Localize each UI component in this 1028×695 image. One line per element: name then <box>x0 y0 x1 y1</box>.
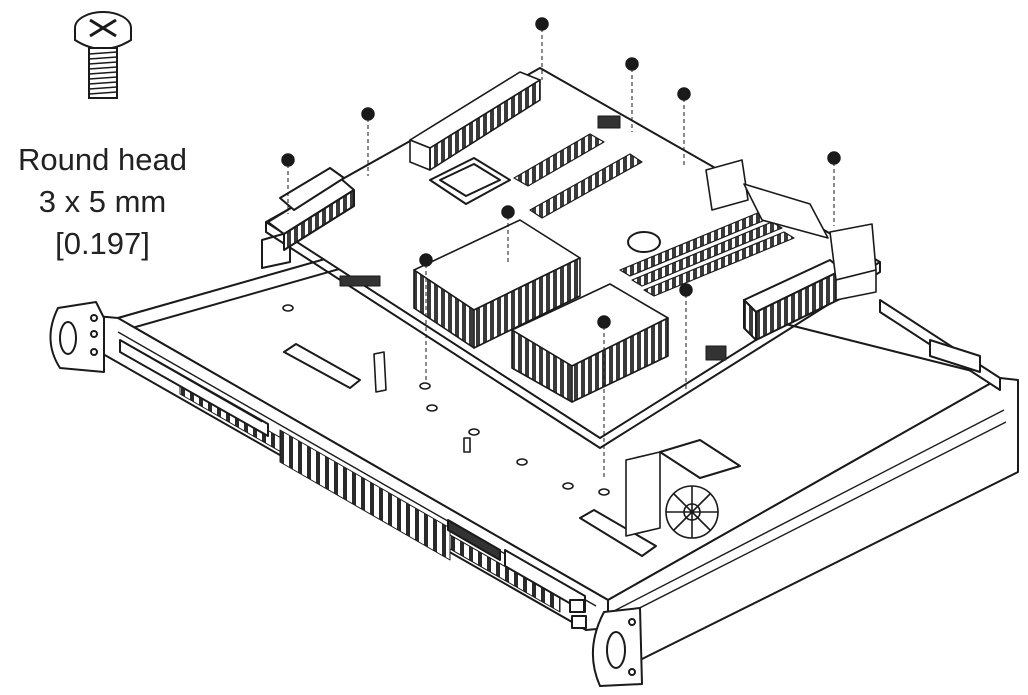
rear-io-ports <box>705 159 877 301</box>
screw-size-inches-label: [0.197] <box>55 226 150 261</box>
screw-head <box>535 17 549 31</box>
dimm-slots <box>619 211 795 297</box>
cpu-heatsinks <box>413 219 669 403</box>
cmos-battery <box>627 231 661 253</box>
screw-head <box>625 57 639 71</box>
motherboard-diagram <box>265 67 881 449</box>
screw-size-label: 3 x 5 mm <box>38 184 167 219</box>
standoffs <box>282 304 610 496</box>
fan <box>625 451 719 539</box>
pci-slot-riser <box>409 71 541 171</box>
round-head-screw-icon <box>74 11 132 99</box>
screw-head <box>361 107 375 121</box>
server-chassis-diagram <box>49 231 1019 687</box>
screw-head <box>827 151 841 165</box>
screw-head <box>501 205 515 219</box>
front-drive-slot <box>119 339 269 437</box>
front-io-panel <box>447 519 501 561</box>
screw-head <box>679 283 693 297</box>
screw-head <box>419 253 433 267</box>
mounting-screws <box>281 17 841 480</box>
screw-head <box>281 153 295 167</box>
screw-type-label: Round head <box>18 142 187 177</box>
screw-head <box>597 315 611 329</box>
screw-head <box>677 87 691 101</box>
